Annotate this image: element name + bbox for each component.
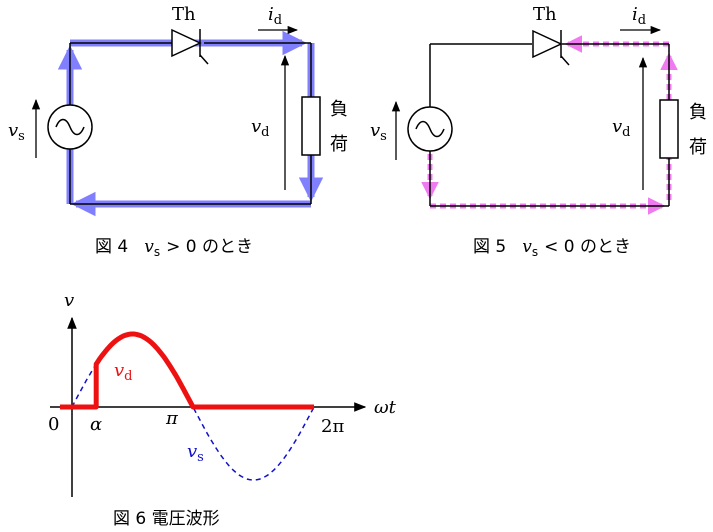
ac-source-icon [47, 104, 93, 150]
current-path-negative [421, 35, 678, 215]
vd-label: vd [612, 116, 631, 140]
load-label-2: 荷 [689, 137, 707, 158]
vs-curve-label: vs [187, 441, 204, 465]
vs-label: vs [370, 120, 387, 144]
pi-tick-label: π [165, 408, 179, 429]
circuit-wires [69, 42, 312, 205]
circuit-wires-5 [429, 43, 670, 207]
x-axis-label: ωt [374, 397, 397, 418]
vd-label: vd [251, 116, 270, 140]
load-label-1: 負 [689, 102, 707, 123]
origin-label: 0 [48, 414, 59, 435]
load-resistor-icon [301, 96, 321, 156]
vd-curve-label: vd [114, 360, 133, 384]
alpha-tick-label: α [90, 414, 102, 435]
load-resistor-icon [659, 99, 679, 159]
vd-waveform [60, 331, 314, 410]
two-pi-tick-label: 2π [321, 416, 344, 437]
thyristor-label: Th [172, 4, 196, 25]
caption-fig6: 図 6 電圧波形 [113, 509, 220, 529]
load-label-1: 負 [330, 99, 348, 120]
current-path-positive [57, 30, 324, 217]
figure-6: v ωt 0 α π 2π vd vs 図 6 電圧波形 [48, 290, 397, 529]
current-label: id [268, 4, 282, 28]
thyristor-icon [171, 28, 209, 65]
ac-source-icon [407, 106, 453, 152]
current-label: id [632, 4, 646, 28]
thyristor-label: Th [533, 4, 557, 25]
load-label-2: 荷 [330, 134, 348, 155]
thyristor-icon [532, 29, 570, 66]
y-axis-label: v [64, 290, 74, 311]
vs-label: vs [8, 120, 25, 144]
